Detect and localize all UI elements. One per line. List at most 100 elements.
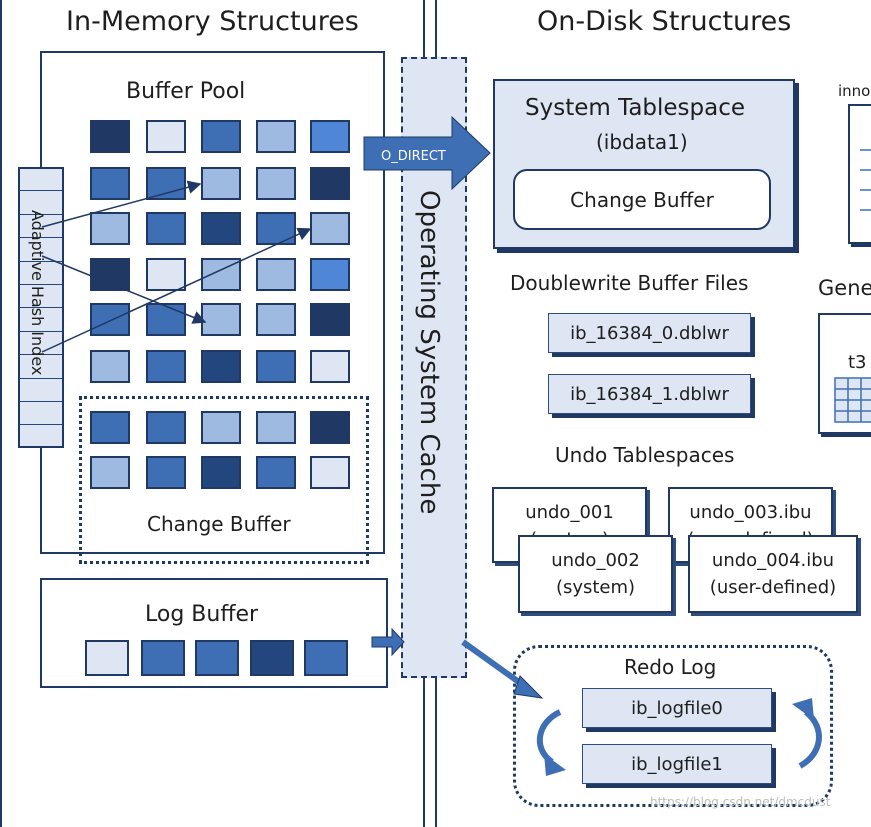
hash-index-row-divider: [20, 354, 62, 356]
doublewrite-file-0: ib_16384_0.dblwr: [548, 313, 751, 353]
log-to-os-arrow: [371, 627, 405, 657]
innodb-partial-label: inno: [838, 82, 871, 100]
os-cache-label: Operating System Cache: [414, 190, 444, 515]
buffer-page: [256, 303, 296, 336]
redo-cycle-right-icon: [798, 709, 822, 769]
log-buffer-page: [141, 640, 185, 676]
doublewrite-title: Doublewrite Buffer Files: [510, 271, 749, 295]
buffer-page: [256, 167, 296, 200]
buffer-page: [90, 167, 130, 200]
in-memory-heading: In-Memory Structures: [66, 6, 359, 37]
system-change-buffer: Change Buffer: [513, 169, 771, 230]
hash-index-row-divider: [20, 307, 62, 309]
doublewrite-file-1: ib_16384_1.dblwr: [548, 374, 751, 414]
buffer-page: [201, 120, 241, 153]
innodb-partial-box: [848, 104, 871, 244]
redo-logfile-0: ib_logfile0: [582, 688, 772, 728]
change-buffer-label: Change Buffer: [147, 512, 291, 536]
buffer-page: [310, 456, 350, 489]
undo-004-name: undo_004.ibu: [711, 550, 835, 571]
hash-arrow-1: [41, 180, 202, 228]
redo-cycle-right-head: [792, 698, 814, 720]
log-buffer-page: [195, 640, 239, 676]
redo-cycle-left-head: [544, 754, 566, 776]
undo-003-name: undo_003.ibu: [689, 502, 812, 523]
general-partial-label: Gene: [818, 276, 871, 300]
buffer-pool-title: Buffer Pool: [126, 79, 246, 104]
doublewrite-file-1-label: ib_16384_1.dblwr: [570, 383, 729, 405]
buffer-page: [201, 167, 241, 200]
buffer-page: [146, 167, 186, 200]
system-change-buffer-label: Change Buffer: [570, 187, 714, 212]
buffer-page: [310, 350, 350, 383]
undo-002-type: (system): [555, 577, 636, 598]
buffer-page: [201, 212, 241, 245]
buffer-page: [90, 411, 130, 444]
innodb-partial-icon: [860, 149, 871, 211]
buffer-page: [146, 120, 186, 153]
buffer-page: [310, 167, 350, 200]
watermark: https://blog.csdn.net/dmcdust: [650, 795, 831, 809]
buffer-page: [256, 258, 296, 291]
log-buffer-title: Log Buffer: [145, 602, 259, 627]
buffer-page: [256, 411, 296, 444]
hash-index-row-divider: [20, 237, 62, 239]
system-tablespace-file: (ibdata1): [596, 130, 688, 154]
on-disk-heading: On-Disk Structures: [537, 6, 792, 37]
redo-log-region: [513, 645, 833, 807]
buffer-page: [310, 258, 350, 291]
hash-index-row-divider: [20, 190, 62, 192]
redo-log-title: Redo Log: [624, 655, 717, 679]
buffer-page: [146, 350, 186, 383]
table-icon: [834, 377, 871, 423]
log-buffer-page: [304, 640, 348, 676]
buffer-page: [146, 456, 186, 489]
adaptive-hash-index-label: Adaptive Hash Index: [28, 210, 47, 376]
buffer-page: [310, 303, 350, 336]
doublewrite-file-0-label: ib_16384_0.dblwr: [570, 322, 729, 344]
buffer-page: [256, 456, 296, 489]
log-buffer-page: [85, 640, 129, 676]
hash-index-row-divider: [20, 330, 62, 332]
buffer-page: [201, 456, 241, 489]
undo-004: undo_004.ibu (user-defined): [688, 535, 858, 613]
o-direct-label: O_DIRECT: [381, 149, 446, 164]
buffer-page: [310, 411, 350, 444]
hash-arrow-2: [41, 255, 207, 324]
redo-logfile-1-label: ib_logfile1: [631, 753, 723, 775]
buffer-page: [90, 456, 130, 489]
hash-index-row-divider: [20, 213, 62, 215]
buffer-page: [90, 212, 130, 245]
buffer-page: [146, 212, 186, 245]
log-buffer-page: [250, 640, 294, 676]
buffer-page: [146, 258, 186, 291]
buffer-page: [201, 303, 241, 336]
change-buffer-region: [79, 396, 369, 564]
undo-002-name: undo_002: [551, 550, 640, 571]
buffer-page: [310, 120, 350, 153]
buffer-page: [256, 120, 296, 153]
hash-index-row-divider: [20, 260, 62, 262]
hash-arrow-3: [41, 227, 312, 353]
buffer-page: [201, 350, 241, 383]
os-to-redo-arrow-head: [513, 675, 544, 699]
buffer-page: [90, 350, 130, 383]
redo-logfile-0-label: ib_logfile0: [631, 697, 723, 719]
buffer-page: [146, 303, 186, 336]
buffer-page: [90, 120, 130, 153]
redo-cycle-left-icon: [536, 709, 562, 765]
o-direct-arrow: [363, 115, 491, 191]
buffer-page: [201, 411, 241, 444]
hash-index-row-divider: [20, 424, 62, 426]
hash-index-row-divider: [20, 284, 62, 285]
undo-001-name: undo_001: [525, 502, 614, 523]
buffer-page: [90, 303, 130, 336]
buffer-page: [256, 350, 296, 383]
buffer-page: [90, 258, 130, 291]
redo-logfile-1: ib_logfile1: [582, 744, 772, 784]
undo-title: Undo Tablespaces: [555, 443, 735, 467]
system-tablespace-title: System Tablespace: [525, 95, 746, 121]
undo-004-type: (user-defined): [709, 577, 837, 598]
top-left-divider: [0, 0, 2, 827]
